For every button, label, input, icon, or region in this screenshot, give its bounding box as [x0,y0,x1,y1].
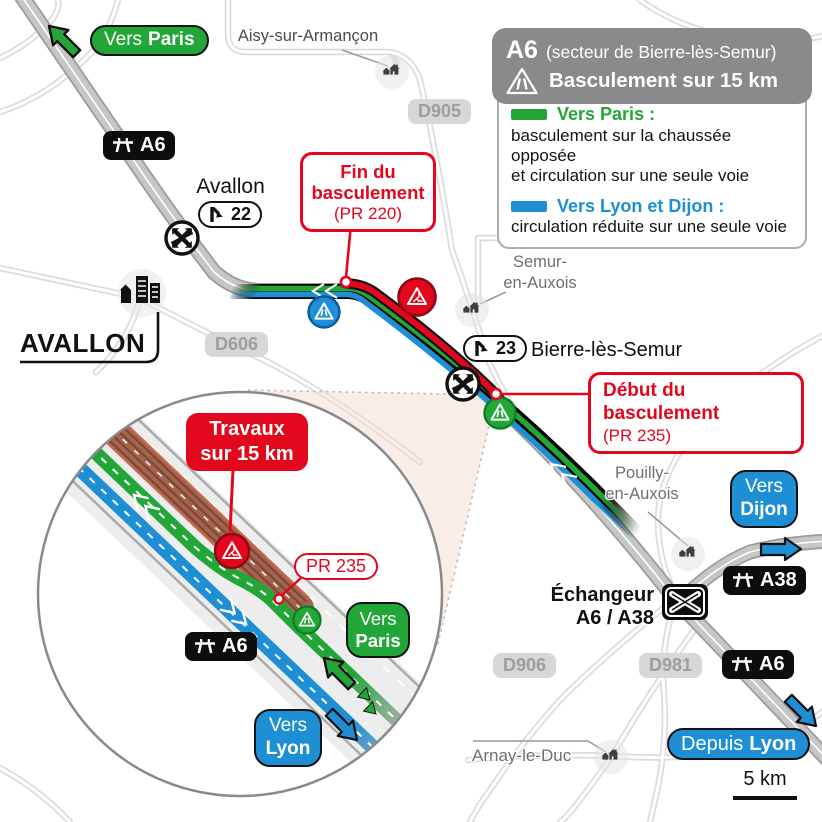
lane-chevrons [310,283,578,490]
narrow-road-icon [506,67,538,95]
exit-icon [210,207,223,222]
badge-a38: A38 [723,566,806,595]
callout-debut-basculement: Début du basculement (PR 235) [588,372,804,454]
village-icon [455,293,489,327]
callout-pr235: PR 235 [294,553,379,580]
village-icon [375,55,409,89]
label-avallon-exit: Avallon [196,175,265,198]
pr220-dot [339,275,353,289]
badge-d905: D905 [408,99,472,124]
inset-circle [36,390,444,798]
closed-interchange-icon [166,222,198,254]
label-semur: Semur- en-Auxois [503,253,577,292]
scale-label: 5 km [743,768,787,790]
pr235-dot [489,387,503,401]
badge-a6-inset: A6 [185,632,257,661]
closed-interchange-icon [447,368,479,400]
label-echangeur: Échangeur A6 / A38 [550,584,654,629]
inset-green-chevrons [356,686,377,715]
blue-swatch [511,201,547,213]
exit-23-badge: 23 [463,335,528,362]
label-arnay: Arnay-le-Duc [472,746,572,765]
badge-a6-north: A6 [103,131,175,160]
label-avallon-city: AVALLON [20,328,146,358]
callout-travaux: Travaux sur 15 km [186,413,308,471]
legend-lyon-row: Vers Lyon et Dijon : [511,196,793,218]
motorway-icon [113,138,133,153]
exit-icon [475,341,488,356]
badge-d981: D981 [639,653,703,678]
inset-pr235-dot [273,593,285,605]
inset-chevrons [132,493,248,626]
motorway-icon [733,573,753,588]
legend-headline-row: Basculement sur 15 km [506,67,798,95]
motorway-icon [732,657,752,672]
map-icons [118,55,708,774]
legend-body: Vers Paris : basculement sur la chaussée… [497,96,807,249]
narrow-road-sign-green [483,396,517,430]
city-icon [118,269,166,317]
legend-header: A6 (secteur de Bierre-lès-Semur) Bascule… [492,28,812,104]
legend-title-row: A6 (secteur de Bierre-lès-Semur) [506,36,777,64]
badge-a6-south: A6 [722,650,794,679]
inset-icons [213,469,377,742]
village-icon [671,537,705,571]
callout-fin-basculement: Fin du basculement (PR 220) [300,152,436,233]
badge-d606: D606 [205,332,269,357]
motorway-a38 [675,533,822,606]
label-pouilly: Pouilly- en-Auxois [605,464,679,503]
legend-paris-row: Vers Paris : [511,104,793,126]
narrow-road-sign-blue [307,295,341,329]
badge-d906: D906 [493,653,557,678]
roadworks-sign [397,277,437,317]
avallon-bracket [20,312,160,364]
village-icon [594,740,628,774]
green-swatch [511,109,547,121]
motorway-icon [195,639,215,654]
label-aisy: Aisy-sur-Armançon [237,27,379,45]
label-bierre: Bierre-lès-Semur [531,339,683,361]
exit-22-badge: 22 [198,201,263,228]
interchange-icon [662,584,708,620]
